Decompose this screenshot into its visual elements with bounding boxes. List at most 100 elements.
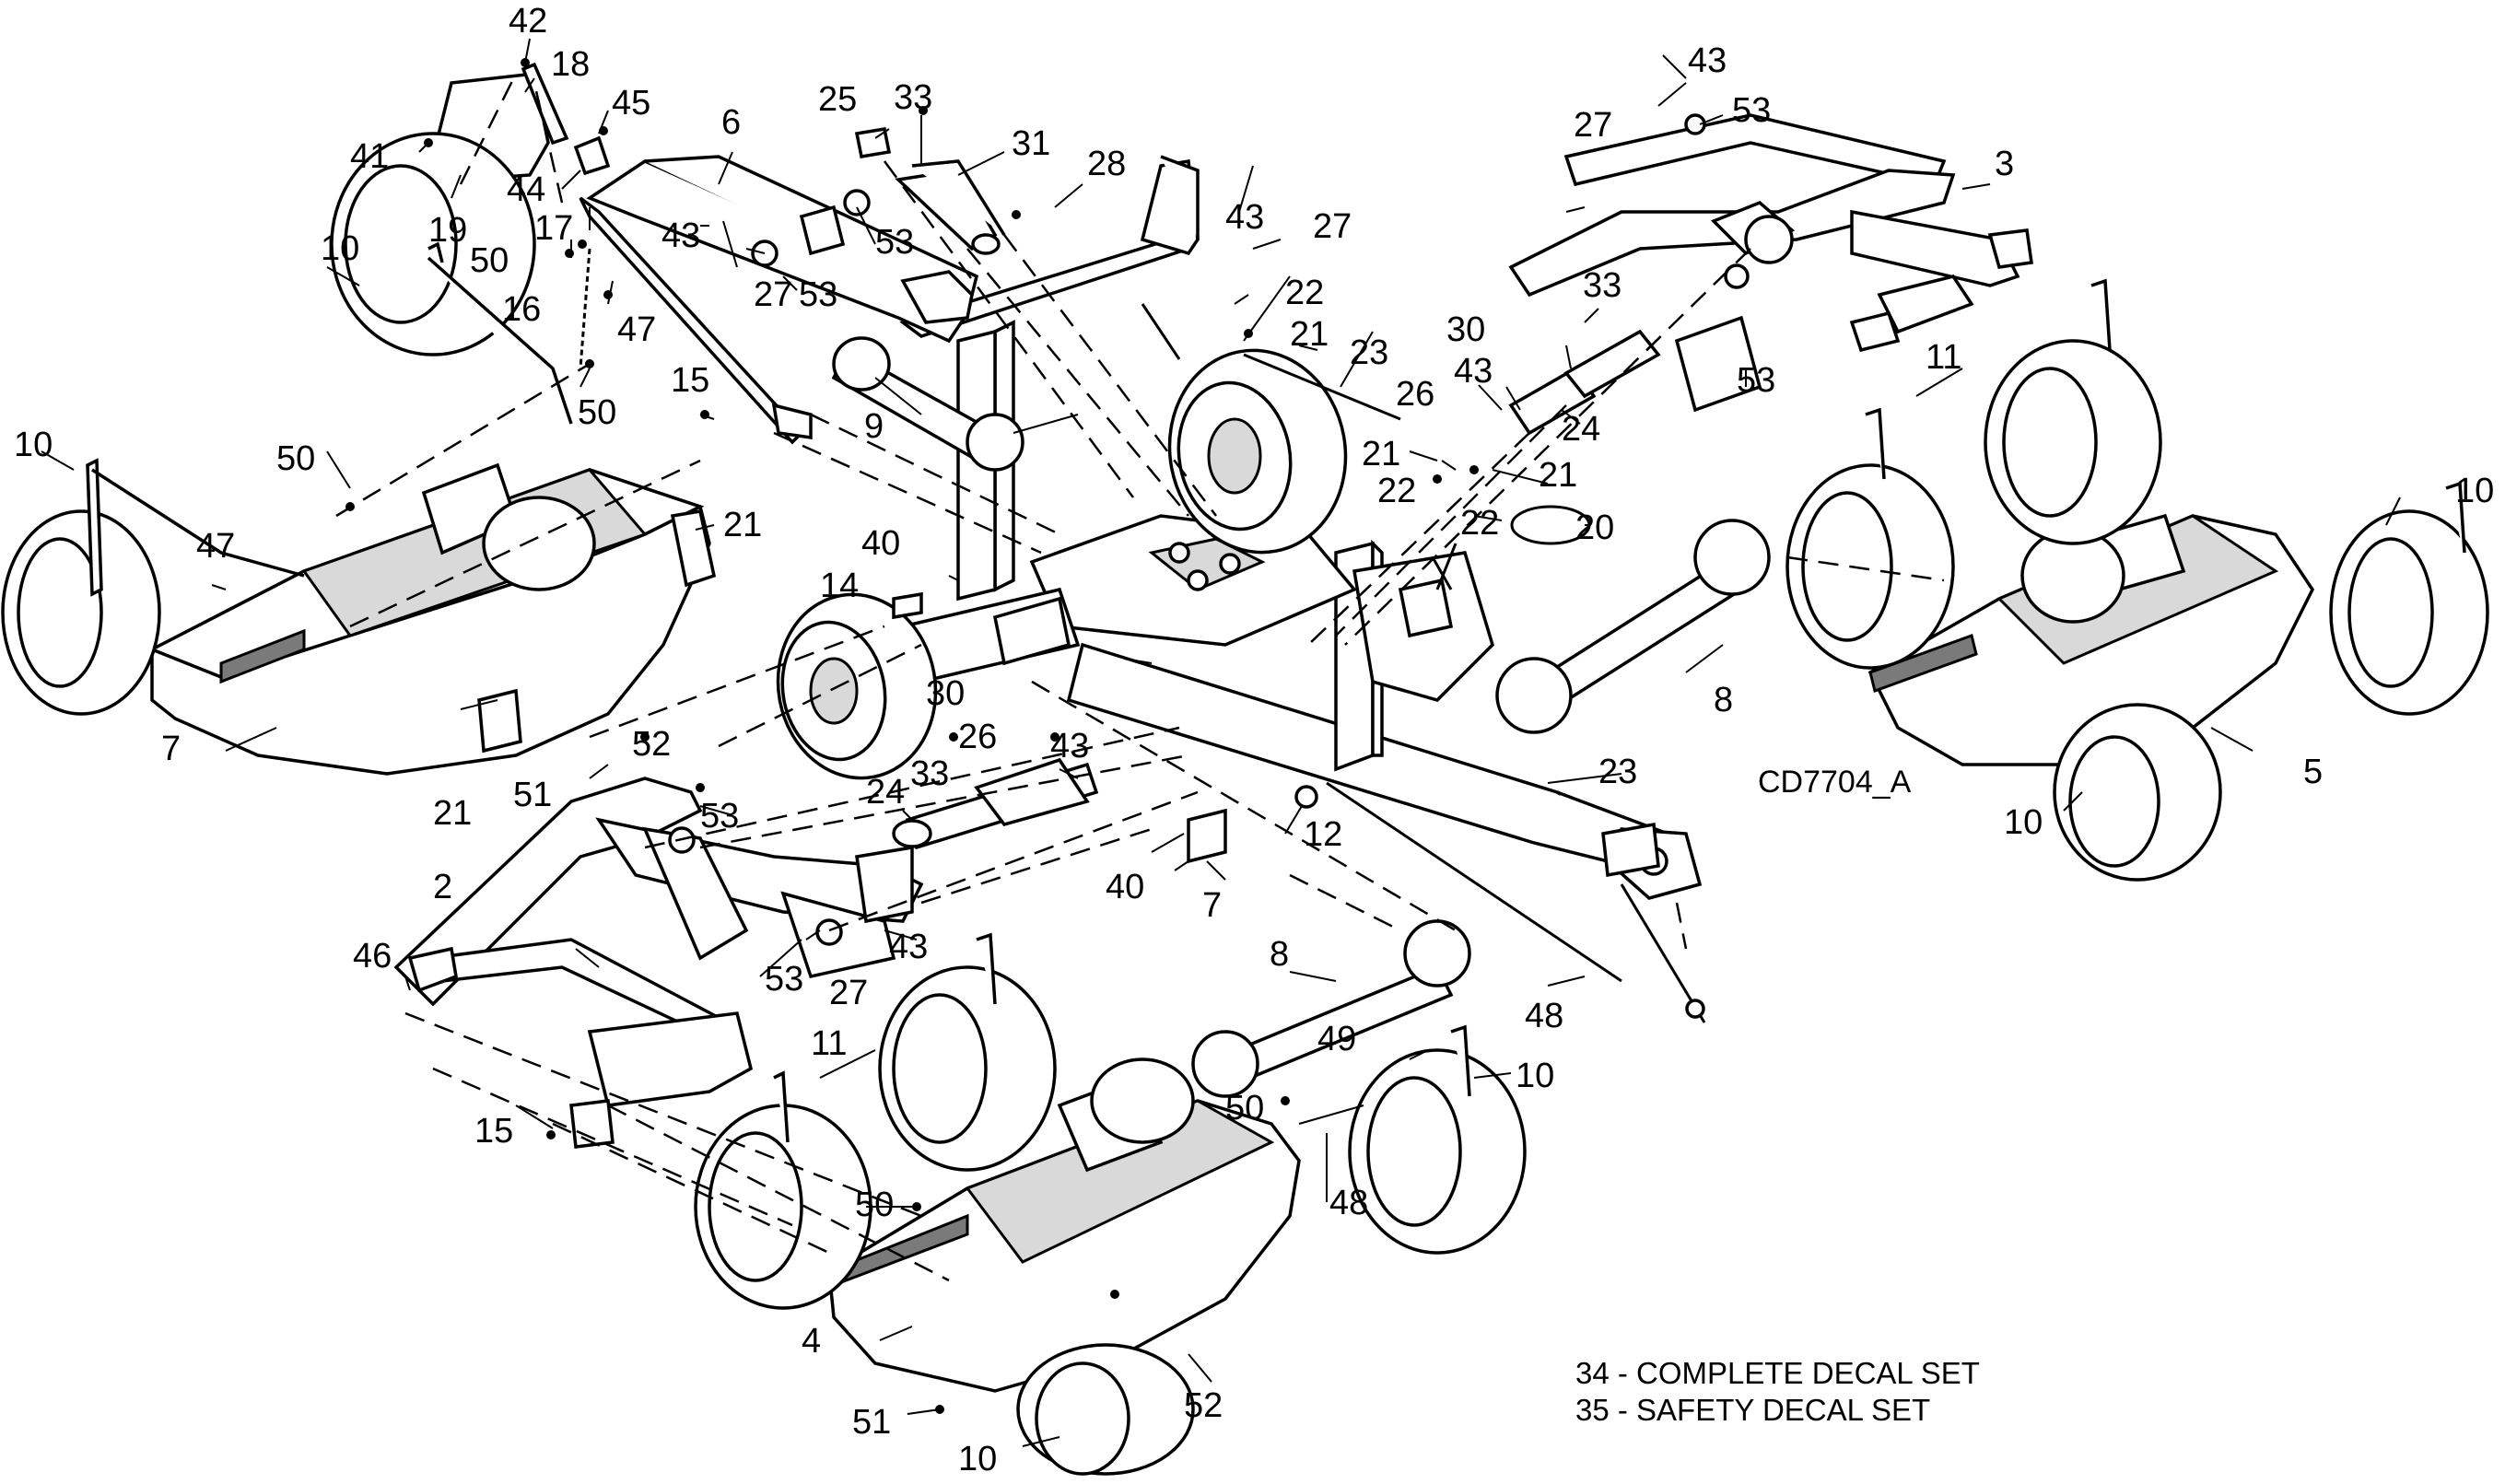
callout-32: 48 <box>1525 997 1563 1035</box>
callout-26b: 26 <box>958 718 997 756</box>
callout-30b: 30 <box>926 674 965 713</box>
callout-43d: 43 <box>1688 41 1727 80</box>
callout-52: 52 <box>632 725 671 764</box>
callout-10b: 10 <box>14 426 53 464</box>
callout-51: 51 <box>513 776 552 814</box>
callout-52b: 52 <box>1184 1386 1223 1425</box>
callout-26: 26 <box>1396 375 1434 414</box>
callout-53e: 53 <box>700 797 739 835</box>
note-complete-decal-set: 34 - COMPLETE DECAL SET <box>1575 1356 1980 1390</box>
callout-10e: 10 <box>1516 1057 1554 1095</box>
hydraulic-cylinder-lower <box>892 757 1099 850</box>
callout-43b: 43 <box>1225 198 1264 237</box>
callout-53b: 53 <box>799 275 837 314</box>
dashed-reference-lines <box>335 73 1945 1282</box>
callout-53d: 53 <box>1737 361 1775 400</box>
callout-10: 10 <box>321 229 359 268</box>
callout-49: 49 <box>1317 1020 1356 1058</box>
callout-21b: 21 <box>1362 435 1400 473</box>
callout-4: 4 <box>802 1322 821 1361</box>
callout-25: 25 <box>818 80 857 119</box>
callout-22: 22 <box>1285 274 1324 312</box>
callout-50c: 50 <box>276 439 315 478</box>
callout-leaders <box>41 38 2401 1447</box>
callout-27b: 27 <box>1313 207 1352 246</box>
mower-deck-lower <box>694 919 1527 1476</box>
mower-deck-right <box>1495 278 2489 882</box>
callout-47: 47 <box>617 310 656 349</box>
callout-16: 16 <box>502 290 541 329</box>
callout-11b: 11 <box>811 1024 847 1063</box>
callout-21c: 21 <box>1539 456 1577 495</box>
callout-20: 20 <box>1575 508 1614 547</box>
callout-42: 42 <box>509 2 547 41</box>
callout-28: 28 <box>1087 145 1126 183</box>
callout-3: 3 <box>1995 145 2014 183</box>
callout-22c: 22 <box>1460 504 1499 543</box>
wing-frame-right <box>1508 113 2033 436</box>
callout-27c: 27 <box>1574 106 1612 145</box>
callout-2: 2 <box>433 868 452 906</box>
callout-50e: 50 <box>855 1186 894 1224</box>
callout-9: 9 <box>864 407 884 446</box>
callout-1: 23 <box>1598 753 1637 791</box>
callout-27: 27 <box>754 275 792 314</box>
wing-frame-left <box>436 62 1181 472</box>
callout-19: 19 <box>428 211 467 250</box>
callout-50: 50 <box>470 241 509 280</box>
callout-43c: 43 <box>1454 352 1493 391</box>
callout-27d: 27 <box>829 974 868 1012</box>
callout-53: 53 <box>875 223 914 262</box>
callout-50d: 50 <box>1225 1089 1264 1128</box>
callout-8b: 8 <box>1270 935 1289 974</box>
callout-40b: 40 <box>861 524 900 563</box>
callout-24: 24 <box>1562 410 1600 449</box>
callout-21: 21 <box>1290 315 1329 354</box>
callout-10d: 10 <box>2004 803 2043 842</box>
callout-48: 48 <box>1329 1184 1368 1222</box>
callout-29: 12 <box>1304 815 1342 854</box>
note-safety-decal-set: 35 - SAFETY DECAL SET <box>1575 1393 1930 1427</box>
callout-43e: 43 <box>1050 727 1089 765</box>
callout-45: 45 <box>612 84 650 123</box>
callout-43f: 43 <box>889 928 928 966</box>
callout-53f: 53 <box>765 960 803 999</box>
callout-10c: 10 <box>2455 472 2494 510</box>
callout-44: 44 <box>507 170 545 209</box>
callout-8: 8 <box>1714 681 1733 719</box>
center-frame-assembly <box>776 155 1706 1023</box>
callout-12: 21 <box>433 794 472 833</box>
callout-47b: 47 <box>196 527 235 566</box>
callout-33: 33 <box>894 78 932 117</box>
callout-11: 11 <box>1926 338 1961 377</box>
callout-31: 31 <box>1012 124 1050 163</box>
callout-33c: 33 <box>910 754 949 793</box>
callout-46: 46 <box>353 937 392 976</box>
drawing-code: CD7704_A <box>1758 765 1912 800</box>
callout-22b: 22 <box>1377 472 1416 510</box>
callout-43: 43 <box>661 216 700 255</box>
callout-13: 7 <box>1202 886 1222 925</box>
callout-7: 7 <box>161 730 181 768</box>
callout-33b: 33 <box>1583 266 1621 305</box>
callout-12b: 21 <box>723 506 762 544</box>
callout-14: 14 <box>820 567 859 605</box>
callout-10f: 10 <box>958 1440 997 1478</box>
callout-30: 30 <box>1446 310 1485 349</box>
callout-40: 40 <box>1106 868 1144 906</box>
callout-24b: 24 <box>866 773 905 812</box>
callout-15: 15 <box>671 361 709 400</box>
callout-5: 5 <box>2303 753 2323 791</box>
callout-labels: 42 18 45 41 44 17 19 6 25 33 31 28 53 43… <box>14 2 2494 1478</box>
callout-18: 18 <box>551 45 590 84</box>
callout-53c: 53 <box>1732 91 1771 130</box>
wing-frame-lower <box>393 777 924 1149</box>
callout-51b: 51 <box>852 1403 891 1442</box>
mower-deck-left <box>1 132 717 776</box>
callout-50b: 50 <box>578 393 616 432</box>
callout-6: 6 <box>721 103 741 142</box>
callout-41: 41 <box>350 137 389 176</box>
callout-17: 17 <box>534 209 573 248</box>
callout-23: 23 <box>1350 333 1388 372</box>
